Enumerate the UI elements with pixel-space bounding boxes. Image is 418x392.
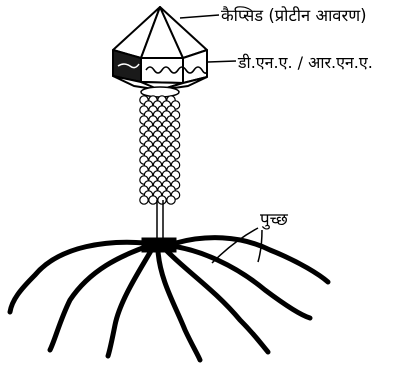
dna-rna-label: डी.एन.ए. / आर.एन.ए.	[238, 55, 373, 71]
tail-sheath	[140, 96, 180, 204]
sheath-bead	[140, 196, 148, 204]
sheath-bead	[158, 196, 166, 204]
capsid-head	[113, 7, 207, 90]
tail-fibres	[10, 238, 328, 360]
sheath-bead	[149, 196, 157, 204]
sheath-bead	[167, 196, 175, 204]
tail-label: पुच्छ	[260, 212, 288, 229]
tail-core	[157, 200, 163, 240]
capsid-label: कैप्सिड (प्रोटीन आवरण)	[221, 8, 367, 25]
sheath-top-ring	[141, 87, 179, 97]
